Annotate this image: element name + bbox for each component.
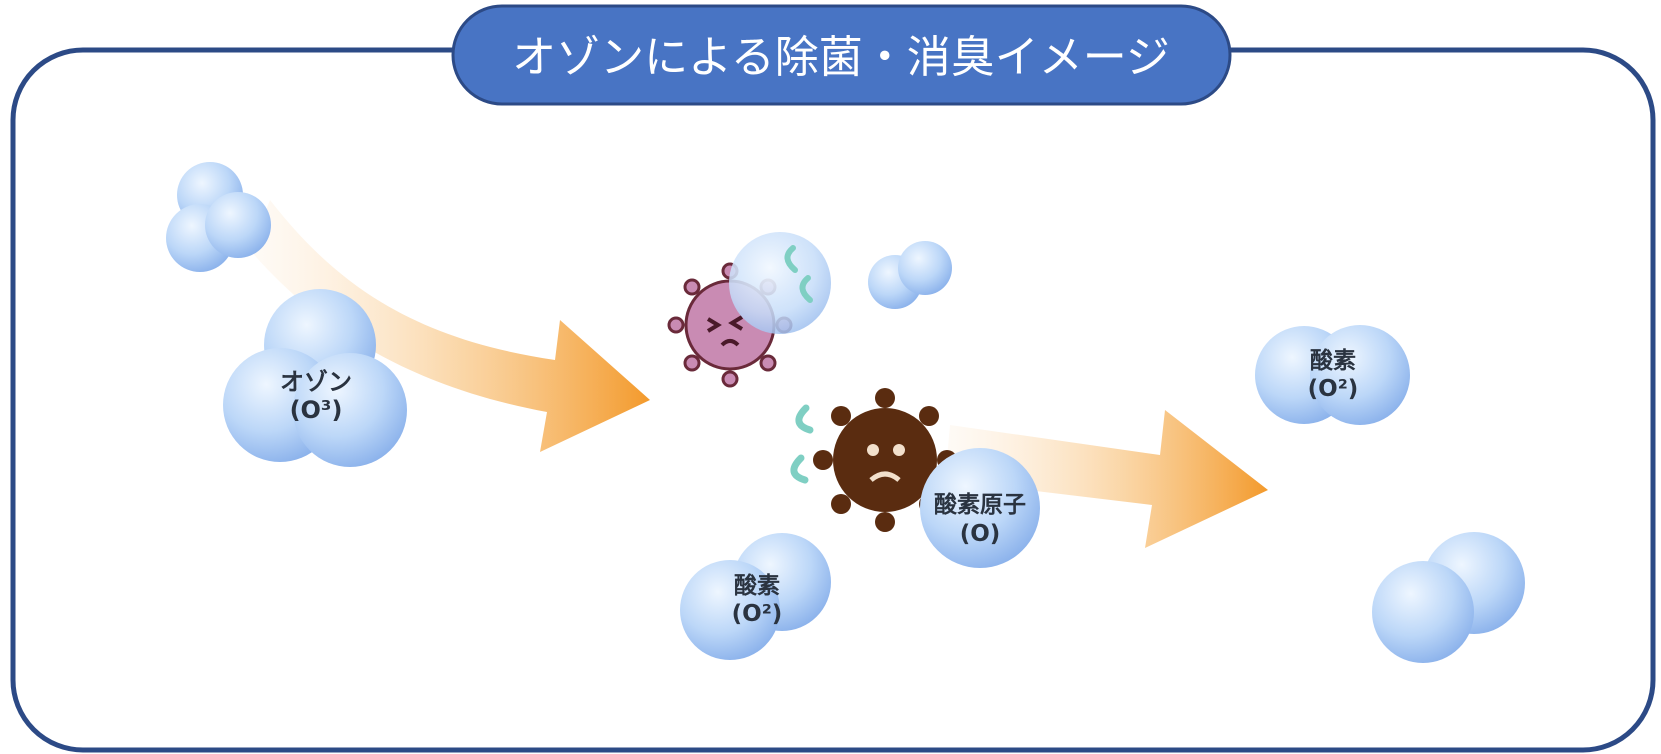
- oxygen-center-name-label: 酸素: [734, 572, 780, 599]
- oxygen-molecule-bottom-right: [1372, 532, 1525, 663]
- ozone-molecule-icon: [166, 162, 271, 272]
- flow-arrow-1: [250, 200, 650, 452]
- oxygen-bubble-overlap: [729, 232, 831, 334]
- oxygen-right-name-label: 酸素: [1310, 347, 1356, 374]
- oxygen-center-formula-label: (O²): [732, 601, 783, 627]
- squiggle-marks: [784, 245, 813, 303]
- ozone-name-label: オゾン: [280, 368, 352, 396]
- squiggle-marks-left: [790, 404, 814, 484]
- oxygen-molecule-right: 酸素 (O²): [1255, 325, 1410, 425]
- oxygen-molecule-small: [868, 241, 952, 309]
- oxygen-atom-formula-label: (O): [960, 521, 1001, 547]
- title-banner: オゾンによる除菌・消臭イメージ: [451, 4, 1232, 106]
- oxygen-molecule-center: 酸素 (O²): [680, 533, 831, 660]
- ozone-formula-label: (O³): [290, 396, 343, 424]
- flow-arrow-2: [945, 410, 1268, 548]
- oxygen-right-formula-label: (O²): [1308, 376, 1359, 402]
- oxygen-atom: 酸素原子 (O): [920, 448, 1040, 568]
- ozone-molecule-large: オゾン (O³): [223, 289, 407, 467]
- title-text: オゾンによる除菌・消臭イメージ: [512, 32, 1170, 83]
- germ-virus-icon: [813, 388, 957, 532]
- oxygen-atom-name-label: 酸素原子: [934, 491, 1026, 518]
